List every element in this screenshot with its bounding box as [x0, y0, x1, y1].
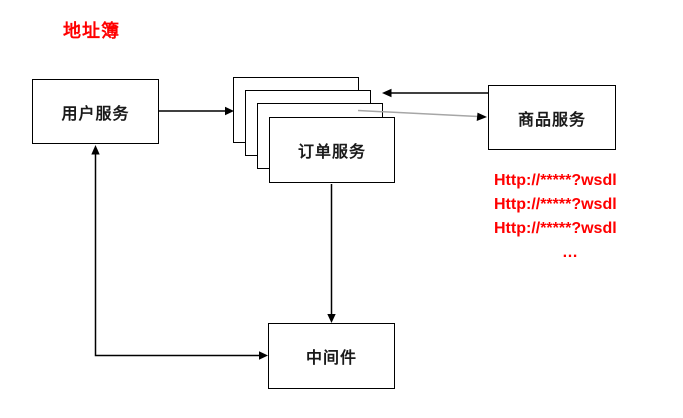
- wsdl-line: Http://*****?wsdl: [494, 172, 617, 189]
- user-service-label: 用户服务: [61, 105, 130, 123]
- wsdl-line: Http://*****?wsdl: [494, 196, 617, 213]
- product-service-box: 商品服务: [488, 85, 616, 150]
- order-service-label: 订单服务: [297, 144, 366, 161]
- order-service-box: 订单服务: [269, 117, 395, 183]
- arrow-user-to-order: [159, 106, 234, 116]
- wsdl-ellipsis: …: [562, 244, 580, 261]
- wsdl-line: Http://*****?wsdl: [494, 220, 617, 237]
- arrow-product-to-order: [382, 88, 488, 98]
- middleware-box: 中间件: [268, 323, 395, 389]
- product-service-label: 商品服务: [517, 111, 586, 129]
- middleware-label: 中间件: [305, 350, 357, 367]
- user-service-box: 用户服务: [32, 79, 159, 144]
- arrow-order-to-middleware: [327, 184, 336, 323]
- arrow-middleware-user-l-connector: [91, 145, 268, 360]
- diagram-title: 地址簿: [63, 21, 120, 41]
- wsdl-annotation: Http://*****?wsdl Http://*****?wsdl Http…: [494, 169, 648, 265]
